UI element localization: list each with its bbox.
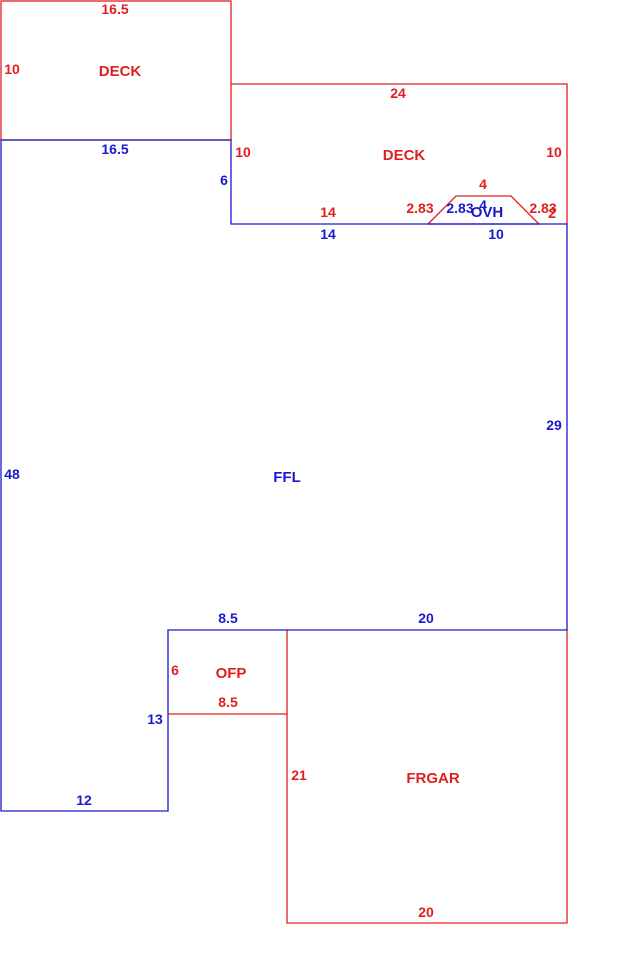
garage-outline <box>286 630 568 924</box>
dim-deck-left-side: 10 <box>4 61 20 77</box>
dim-ffl-bottom-left: 12 <box>76 792 92 808</box>
dim-garage-bottom: 20 <box>418 904 434 920</box>
dim-ffl-right: 29 <box>546 417 562 433</box>
dim-ffl-left: 48 <box>4 466 20 482</box>
ovh-label: OVH <box>471 204 504 221</box>
dim-ovh-inner: 4 <box>479 197 487 213</box>
dim-ffl-step: 6 <box>220 172 228 188</box>
dim-deck-bottom-red: 14 <box>320 204 336 220</box>
dim-ovh-right-small: 2 <box>548 205 556 221</box>
deck-right-outline <box>231 83 568 224</box>
ovh-outline <box>427 195 540 225</box>
dim-ovh-right-red: 2.83 <box>529 200 556 216</box>
dim-deck-right-top: 24 <box>390 85 406 101</box>
dim-garage-left: 21 <box>291 767 307 783</box>
ffl-label: FFL <box>273 469 301 486</box>
dim-ovh-left-blue: 2.83 <box>446 200 473 216</box>
dim-deck-right-right: 10 <box>546 144 562 160</box>
deck-right-label: DECK <box>383 147 426 164</box>
dim-deck-left-top: 16.5 <box>101 1 128 17</box>
dim-ffl-step-top: 8.5 <box>218 610 238 626</box>
dim-ffl-top-left: 16.5 <box>101 141 128 157</box>
ffl-outline <box>0 139 568 812</box>
ofp-label: OFP <box>216 665 247 682</box>
dim-ffl-top-mid: 14 <box>320 226 336 242</box>
dim-ovh-top: 4 <box>479 176 487 192</box>
dim-ffl-bottom-right: 20 <box>418 610 434 626</box>
dim-ffl-top-right: 10 <box>488 226 504 242</box>
dim-ovh-left-red: 2.83 <box>406 200 433 216</box>
deck-left-label: DECK <box>99 63 142 80</box>
dim-ofp-bottom: 8.5 <box>218 694 238 710</box>
frgar-label: FRGAR <box>406 770 459 787</box>
dim-deck-right-left: 10 <box>235 144 251 160</box>
dim-ffl-step-left: 13 <box>147 711 163 727</box>
dim-ofp-left: 6 <box>171 662 179 678</box>
